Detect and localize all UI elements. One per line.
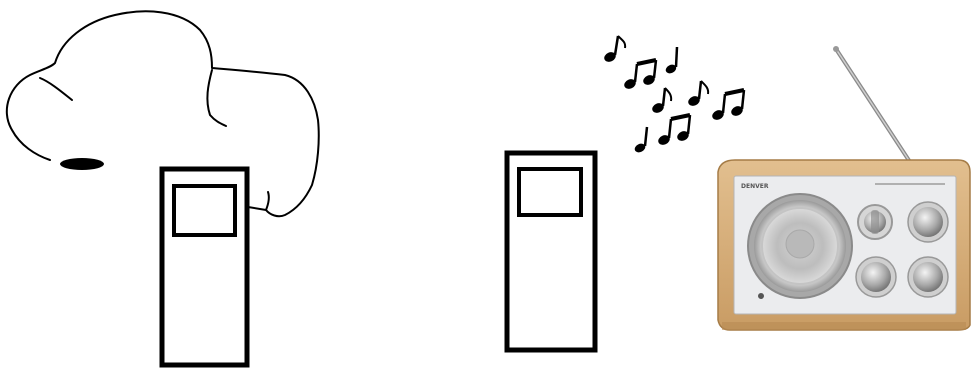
music-note-icon: [633, 127, 647, 154]
radio: DENVER: [718, 46, 970, 330]
device-screen: [174, 186, 235, 235]
music-note-icon: [711, 90, 745, 122]
music-note-icon: [603, 36, 625, 64]
cloud-inner-line-2: [207, 70, 226, 126]
music-note-icon: [657, 115, 691, 147]
cloud-inner-line-1: [40, 78, 72, 100]
music-note-icon: [651, 88, 672, 115]
music-notes: [603, 36, 745, 154]
radio-indicator: [758, 293, 764, 299]
portable-player-device-left: [162, 169, 247, 365]
music-note-icon: [687, 81, 708, 108]
music-note-icon: [664, 47, 677, 75]
device-screen: [519, 169, 581, 215]
radio-brand-label: DENVER: [741, 183, 769, 190]
cloud-inner-line-3: [266, 192, 269, 210]
music-note-icon: [623, 60, 657, 91]
portable-player-device-right: [507, 153, 595, 350]
black-oval: [60, 158, 104, 170]
